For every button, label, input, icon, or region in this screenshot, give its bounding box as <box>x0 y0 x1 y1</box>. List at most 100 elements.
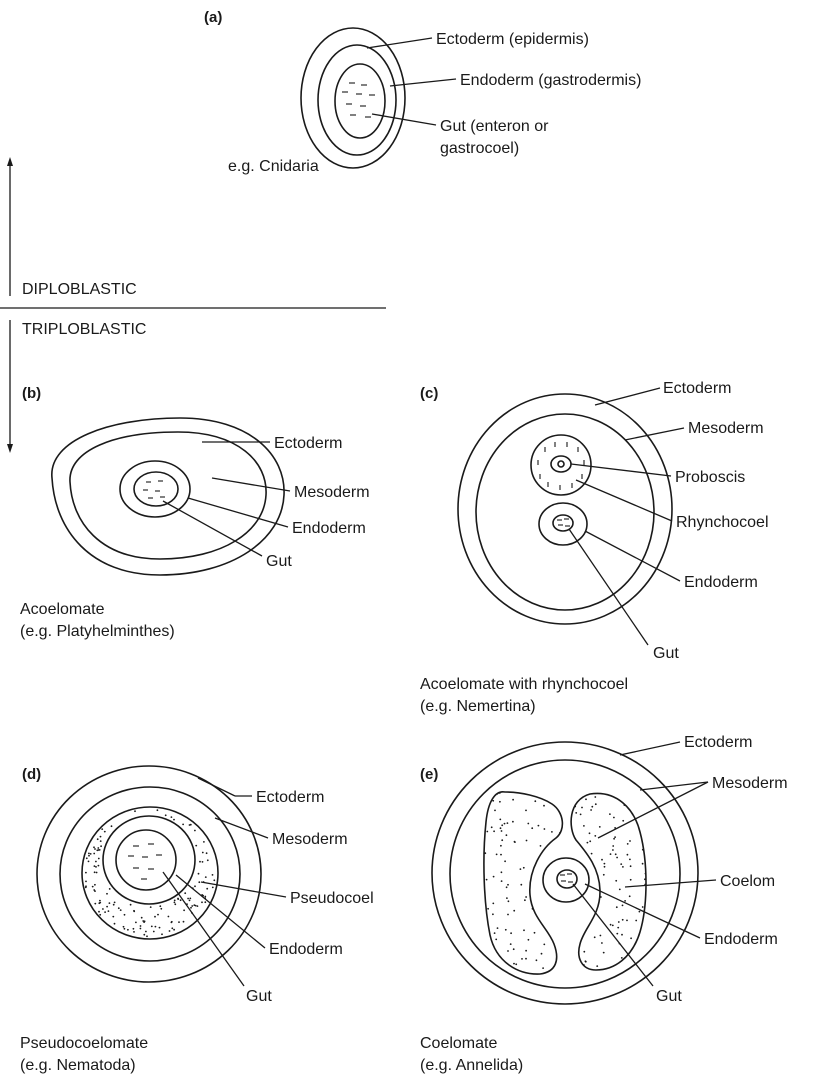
coelom-dot <box>590 852 593 855</box>
panel-b-mesoderm-outline <box>69 431 267 560</box>
coelom-dot <box>583 950 586 953</box>
pseudocoel-dot <box>100 845 102 848</box>
pseudocoel-dot <box>156 809 159 812</box>
coelom-dot <box>581 806 583 809</box>
coelom-dot <box>594 835 597 837</box>
pseudocoel-dot <box>170 816 173 818</box>
coelom-dot <box>593 936 596 939</box>
pseudocoel-dot <box>211 874 214 876</box>
coelom-dot <box>509 943 512 945</box>
pseudocoel-dot <box>93 889 96 891</box>
coelom-dot <box>613 837 615 840</box>
pseudocoel-dot <box>201 901 203 904</box>
panel-c-mesoderm-label: Mesoderm <box>688 420 764 437</box>
pseudocoel-dot <box>93 865 96 867</box>
panel-c-proboscis-lumen <box>557 460 565 468</box>
coelom-dot <box>584 960 587 963</box>
coelom-dot <box>622 819 625 822</box>
coelom-dot <box>579 813 582 816</box>
coelom-dot <box>583 964 585 966</box>
panel-a-endoderm-label: Endoderm (gastrodermis) <box>460 72 641 89</box>
coelom-dot <box>512 798 514 801</box>
pseudocoel-dot <box>88 852 90 855</box>
pseudocoel-dot <box>188 899 191 902</box>
coelom-dot <box>616 932 619 935</box>
coelom-dot <box>527 822 530 825</box>
coelom-dot <box>525 949 527 952</box>
coelom-dot <box>500 830 503 832</box>
pseudocoel-dot <box>182 823 185 826</box>
coelom-dot <box>513 909 516 912</box>
pseudocoel-dot <box>133 909 135 912</box>
coelom-dot <box>525 896 527 898</box>
coelom-dot <box>617 926 620 929</box>
coelom-dot <box>559 831 561 834</box>
pseudocoel-dot <box>95 871 98 874</box>
coelom-dot <box>551 831 553 833</box>
pseudocoel-dot <box>93 852 96 855</box>
pseudocoel-dot <box>158 926 161 929</box>
coelom-dot <box>499 800 501 803</box>
coelom-dot <box>598 826 601 828</box>
pseudocoel-dot <box>178 921 180 923</box>
coelom-dot <box>574 805 577 808</box>
pseudocoel-dot <box>174 903 177 906</box>
coelom-dot <box>507 950 509 952</box>
panel-c-gut-label: Gut <box>653 645 679 662</box>
panel-b-caption-1: Acoelomate <box>20 601 105 618</box>
panel-d-endoderm-leader <box>175 874 266 949</box>
coelom-dot <box>499 818 502 821</box>
coelom-dot <box>500 844 502 847</box>
coelom-dot <box>594 796 597 798</box>
pseudocoel-dot <box>204 876 207 878</box>
panel-a-gut-dashes <box>342 82 375 118</box>
coelom-dot <box>495 853 498 856</box>
pseudocoel-dot <box>85 880 87 883</box>
coelom-dot <box>493 830 495 833</box>
pseudocoel-dot <box>101 828 104 830</box>
pseudocoel-dot <box>110 825 113 828</box>
coelom-dot <box>609 923 612 926</box>
pseudocoel-dot <box>187 897 190 900</box>
panel-a-letter: (a) <box>204 9 222 26</box>
pseudocoel-dot <box>123 927 126 930</box>
coelom-dot <box>535 959 538 962</box>
coelom-dot <box>533 931 536 934</box>
panel-e-mesoderm-leader-a <box>639 781 709 791</box>
pseudocoel-dot <box>102 908 104 910</box>
coelom-dot <box>601 858 603 861</box>
coelom-dot <box>500 871 503 874</box>
panel-b-gut-leader <box>162 500 263 557</box>
pseudocoel-dot <box>189 823 192 826</box>
panel-e-gut-dashes <box>560 873 573 883</box>
coelom-dot <box>620 863 623 865</box>
coelom-dot <box>602 951 605 954</box>
panel-e-caption-1: Coelomate <box>420 1035 497 1052</box>
coelom-dot <box>542 967 544 969</box>
pseudocoel-dot <box>96 849 99 852</box>
coelom-dot <box>534 800 537 803</box>
pseudocoel-dot <box>198 881 201 884</box>
panel-b-ectoderm-label: Ectoderm <box>274 435 342 452</box>
diplo-triplo-divider: DIPLOBLASTIC TRIPLOBLASTIC <box>0 157 386 453</box>
coelom-dot <box>622 866 624 868</box>
panel-c-proboscis-label: Proboscis <box>675 469 745 486</box>
panel-c: (c) Ec <box>420 380 769 715</box>
pseudocoel-dot <box>173 901 176 904</box>
coelom-dot <box>499 827 502 830</box>
panel-a-caption: e.g. Cnidaria <box>228 158 319 175</box>
panel-c-gut-dashes <box>557 518 570 527</box>
coelom-dot <box>493 932 496 934</box>
panel-d-gut-leader <box>162 871 245 987</box>
coelom-dot <box>490 826 493 829</box>
panel-c-proboscis-leader <box>570 463 672 477</box>
pseudocoel-dot <box>143 933 146 936</box>
pseudocoel-dot <box>157 913 159 916</box>
pseudocoel-dot <box>173 899 176 902</box>
panel-d-pseudocoel-leader <box>200 881 287 898</box>
panel-e-endoderm-outline <box>542 857 590 903</box>
pseudocoel-dot <box>146 935 148 938</box>
panel-c-rhynchocoel-label: Rhynchocoel <box>676 514 769 531</box>
pseudocoel-dot <box>189 897 192 900</box>
triploblastic-label: TRIPLOBLASTIC <box>22 321 146 338</box>
